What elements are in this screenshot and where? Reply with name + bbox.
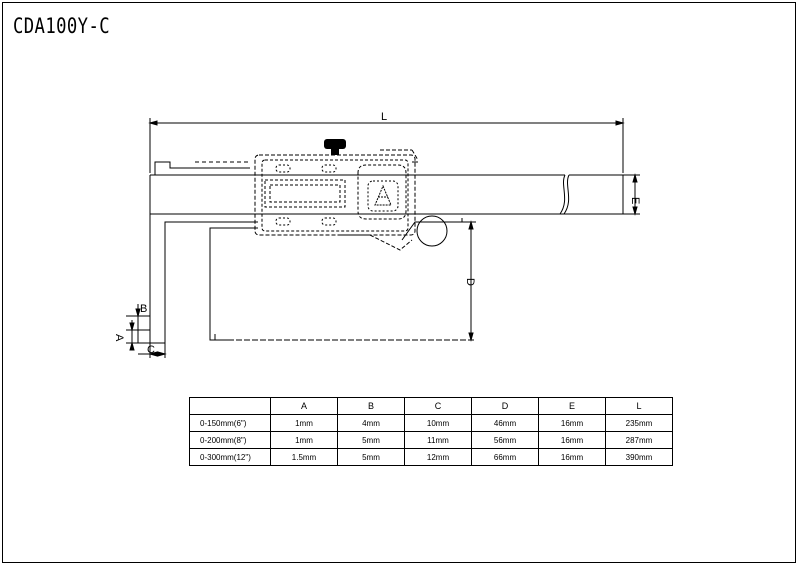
- table-cell: 390mm: [605, 448, 673, 466]
- lock-screw-icon: [324, 139, 346, 155]
- label-L: L: [381, 111, 387, 123]
- table-cell: 16mm: [538, 414, 606, 432]
- table-cell: 5mm: [337, 448, 405, 466]
- header-cell: D: [471, 397, 539, 415]
- dimension-D: [228, 220, 476, 342]
- label-E: E: [629, 197, 641, 204]
- range-cell: 0-300mm(12"): [189, 448, 271, 466]
- table-cell: 46mm: [471, 414, 539, 432]
- dimension-E: [623, 173, 640, 216]
- table-cell: 16mm: [538, 431, 606, 449]
- table-cell: 1mm: [270, 431, 338, 449]
- table-cell: 4mm: [337, 414, 405, 432]
- spec-table: A B C D E L 0-150mm(6") 1mm 4mm 10mm 46m…: [189, 397, 673, 466]
- table-cell: 235mm: [605, 414, 673, 432]
- table-cell: 1mm: [270, 414, 338, 432]
- header-cell: C: [404, 397, 472, 415]
- table-header-row: A B C D E L: [189, 397, 673, 415]
- table-cell: 287mm: [605, 431, 673, 449]
- dimension-B: [126, 304, 150, 344]
- movable-jaw: [209, 218, 463, 341]
- table-cell: 56mm: [471, 431, 539, 449]
- caliper-beam: [149, 161, 624, 215]
- dimension-L: [148, 118, 625, 173]
- header-cell: L: [605, 397, 673, 415]
- table-cell: 16mm: [538, 448, 606, 466]
- model-title: CDA100Y-C: [13, 14, 111, 38]
- table-cell: 11mm: [404, 431, 472, 449]
- header-cell: B: [337, 397, 405, 415]
- dimension-A: [126, 320, 150, 351]
- table-row: 0-150mm(6") 1mm 4mm 10mm 46mm 16mm 235mm: [189, 414, 673, 432]
- label-B: B: [140, 303, 147, 315]
- table-row: 0-300mm(12") 1.5mm 5mm 12mm 66mm 16mm 39…: [189, 448, 673, 466]
- range-cell: 0-200mm(8"): [189, 431, 271, 449]
- table-cell: 12mm: [404, 448, 472, 466]
- table-cell: 1.5mm: [270, 448, 338, 466]
- display-housing: [254, 149, 419, 251]
- label-D: D: [464, 278, 476, 286]
- header-cell: A: [270, 397, 338, 415]
- label-A: A: [113, 334, 125, 342]
- dimension-C: [138, 351, 167, 357]
- table-cell: 5mm: [337, 431, 405, 449]
- table-row: 0-200mm(8") 1mm 5mm 11mm 56mm 16mm 287mm: [189, 431, 673, 449]
- label-C: C: [147, 344, 155, 356]
- header-cell: [189, 397, 271, 415]
- table-cell: 10mm: [404, 414, 472, 432]
- range-cell: 0-150mm(6"): [189, 414, 271, 432]
- thumb-wheel: [416, 215, 448, 247]
- fixed-jaw: [149, 214, 258, 358]
- header-cell: E: [538, 397, 606, 415]
- table-cell: 66mm: [471, 448, 539, 466]
